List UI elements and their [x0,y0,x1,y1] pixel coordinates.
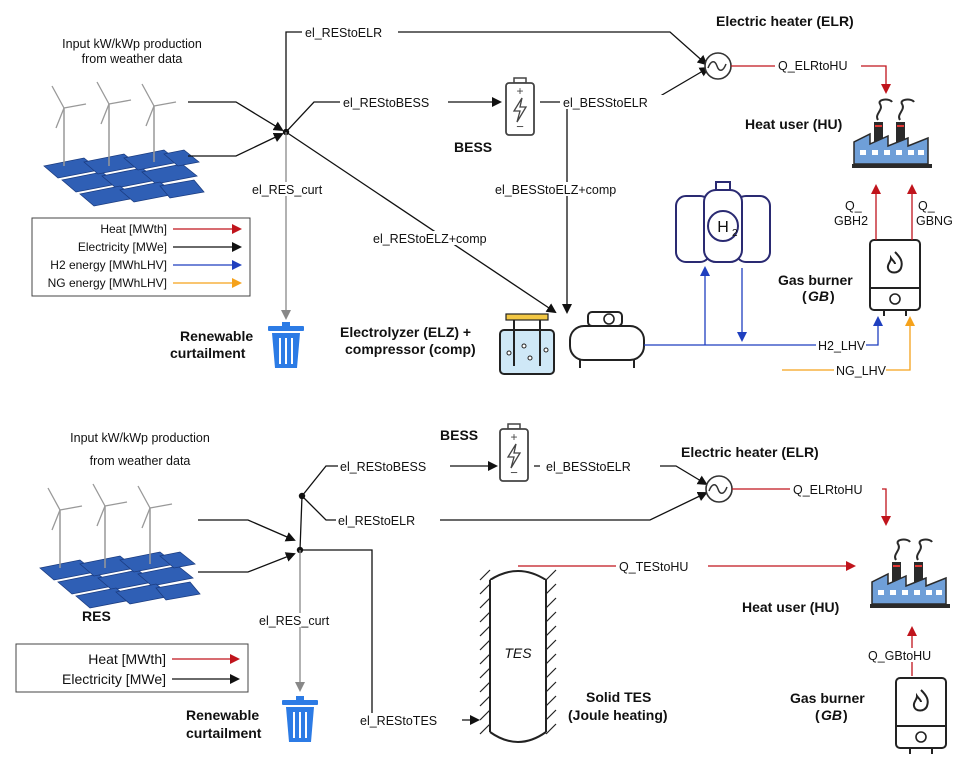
label-bess-to-elz: el_BESStoELZ+comp [495,183,616,197]
top-diagram: Input kW/kWp production from weather dat… [31,13,953,378]
flow-res-to-elr [285,31,708,132]
top-legend: Heat [MWth] Electricity [MWe] H2 energy … [31,217,251,297]
top-hu-label: Heat user (HU) [745,116,842,132]
bottom-solar-wind-farm-icon [39,483,201,609]
label-res-to-elr: el_REStoELR [305,26,382,40]
bottom-gb-close: ) [843,707,848,723]
label-res-to-bess: el_REStoBESS [343,96,429,110]
label-b-gb-to-hu: Q_GBtoHU [868,649,931,663]
label-b-tes-to-hu: Q_TEStoHU [619,560,688,574]
tes-icon [479,569,557,743]
compressor-icon [569,311,645,368]
label-ng-lhv: NG_LHV [836,364,887,378]
label-gbng-2: GBNG [916,214,953,228]
flow-res-to-elz [285,131,557,314]
label-h2-lhv: H2_LHV [818,339,866,353]
bottom-legend: Heat [MWth] Electricity [MWe] [15,643,249,693]
solar-wind-farm-icon [43,81,205,207]
label-res-curt: el_RES_curt [252,183,323,197]
label-b-bess-to-elr: el_BESStoELR [546,460,631,474]
top-legend-h2: H2 energy [MWhLHV] [50,258,167,272]
top-bess-label: BESS [454,139,492,155]
label-elr-to-hu-top: Q_ELRtoHU [778,59,847,73]
bottom-input-line2: from weather data [90,454,191,468]
top-factory-icon [851,98,933,169]
top-legend-ng: NG energy [MWhLHV] [48,276,167,290]
label-gbh2-1: Q_ [845,199,863,213]
bottom-curt-label-2: curtailment [186,725,262,741]
electrolyzer-icon [499,313,555,375]
flow-b-res-to-elr [301,491,708,521]
bottom-curt-label-1: Renewable [186,707,259,723]
bottom-bess-label: BESS [440,427,478,443]
bottom-factory-icon [869,538,951,609]
top-curt-label-1: Renewable [180,328,253,344]
bottom-res-label: RES [82,608,111,624]
bottom-legend-heat: Heat [MWth] [88,651,166,667]
top-input-line2: from weather data [82,52,183,66]
bottom-diagram: Input kW/kWp production from weather dat… [15,423,958,755]
top-trash-icon [267,321,305,369]
label-b-res-curt: el_RES_curt [259,614,330,628]
label-b-res-to-elr: el_REStoELR [338,514,415,528]
elz-label-2: compressor (comp) [345,341,476,357]
top-burner-icon [869,239,921,317]
top-input-line1: Input kW/kWp production [62,37,202,51]
h2-subscript: 2 [732,228,738,239]
bottom-trash-icon [281,695,319,743]
top-curt-label-2: curtailment [170,345,246,361]
label-b-res-to-bess: el_REStoBESS [340,460,426,474]
flow-b-res-to-bess [299,461,498,551]
bottom-legend-electricity: Electricity [MWe] [62,671,166,687]
bottom-burner-icon [895,677,947,755]
bottom-input-line1: Input kW/kWp production [70,431,210,445]
tes-label-2: (Joule heating) [568,707,668,723]
label-res-to-elz: el_REStoELZ+comp [373,232,487,246]
flow-h2-lhv [644,316,883,346]
top-legend-heat: Heat [MWth] [100,222,167,236]
label-bess-to-elr: el_BESStoELR [563,96,648,110]
bottom-gb-label-2: GB [821,707,842,723]
bottom-gb-label-1: Gas burner [790,690,865,706]
flow-b-elr-to-hu [732,488,891,526]
h2-symbol: H [717,219,729,236]
top-heater-icon [704,52,732,80]
label-gbng-1: Q_ [918,199,936,213]
top-gb-label-2: GB [808,288,829,304]
bottom-battery-icon [499,423,529,482]
flow-b-res-to-tes [300,549,480,725]
bottom-elr-label: Electric heater (ELR) [681,444,819,460]
bottom-hu-label: Heat user (HU) [742,599,839,615]
top-legend-electricity: Electricity [MWe] [78,240,167,254]
label-b-elr-to-hu: Q_ELRtoHU [793,483,862,497]
tes-inner-label: TES [504,645,532,661]
top-gb-label-1: Gas burner [778,272,853,288]
h2-tanks-icon [675,181,771,263]
bottom-gb-open: ( [815,707,820,723]
elz-label-1: Electrolyzer (ELZ) + [340,324,471,340]
top-elr-label: Electric heater (ELR) [716,13,854,29]
top-gb-open: ( [802,288,807,304]
flow-ng-lhv [782,316,915,371]
top-battery-icon [505,77,535,136]
top-gb-close: ) [830,288,835,304]
label-gbh2-2: GBH2 [834,214,868,228]
bottom-heater-icon [705,475,733,503]
tes-label-1: Solid TES [586,689,651,705]
label-b-res-to-tes: el_REStoTES [360,714,437,728]
